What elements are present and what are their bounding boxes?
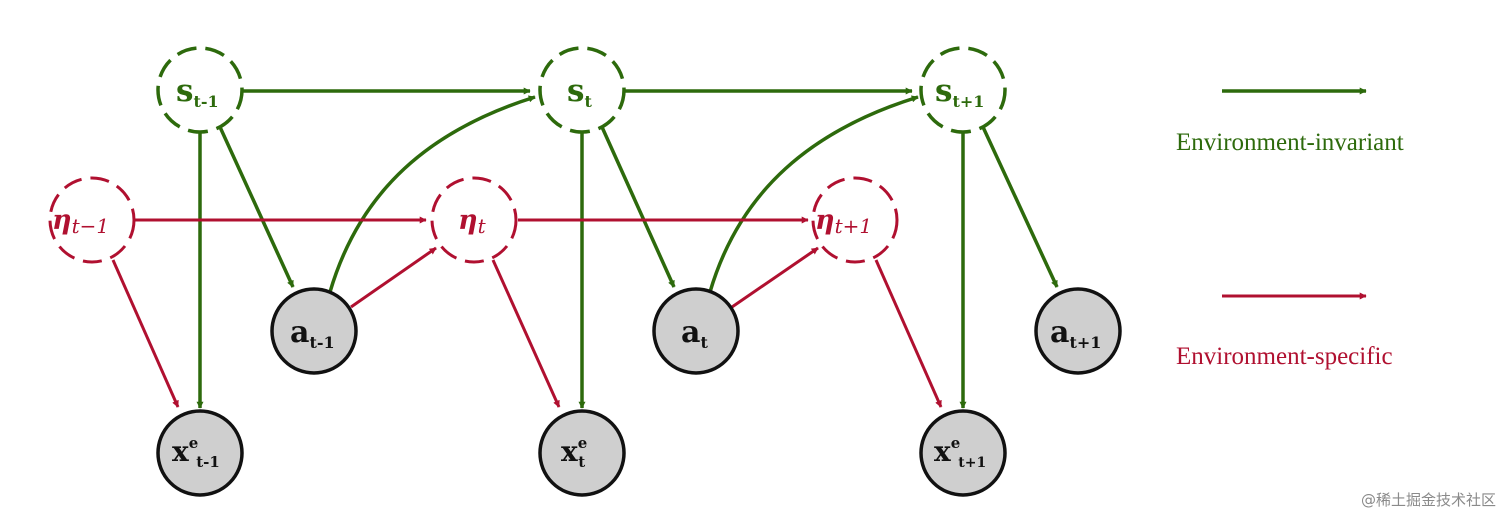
svg-text:st+1: st+1	[935, 73, 984, 111]
node-a-t: at	[652, 287, 740, 375]
edge-eta-next-to-x-next	[874, 259, 943, 408]
node-eta-t-minus-1: ηt−1	[48, 176, 136, 264]
node-subscript: t-1	[193, 92, 218, 111]
node-label: s	[567, 73, 584, 109]
node-label: x	[934, 435, 951, 468]
node-label: a	[290, 315, 309, 350]
legend: Environment-invariant Environment-specif…	[1176, 87, 1404, 370]
node-label: η	[458, 205, 478, 236]
node-eta-t-plus-1: ηt+1	[811, 176, 899, 264]
legend-specific: Environment-specific	[1176, 292, 1393, 370]
state-nodes: st-1 st st+1	[156, 46, 1007, 134]
edge-a-prev-to-s-cur	[328, 95, 536, 293]
node-subscript: t+1	[1069, 333, 1101, 352]
node-label: x	[561, 435, 578, 468]
watermark-text: @稀土掘金技术社区	[1361, 491, 1496, 509]
svg-text:xet+1: xe t+1	[934, 434, 986, 471]
svg-text:ηt+1: ηt+1	[815, 205, 872, 238]
node-superscript: e	[189, 434, 199, 452]
node-label: a	[1050, 315, 1069, 350]
edge-eta-cur-to-x-cur	[491, 259, 561, 408]
edge-eta-prev-to-x-prev	[111, 259, 180, 408]
svg-text:at: at	[681, 315, 708, 352]
node-subscript: t	[700, 333, 708, 352]
node-x-t-plus-1: xe t+1	[919, 409, 1007, 497]
node-superscript: e	[578, 434, 588, 452]
node-subscript: t	[584, 92, 592, 111]
svg-text:at+1: at+1	[1050, 315, 1101, 352]
edge-s-prev-to-a-prev	[218, 126, 295, 288]
action-nodes: at-1 at at+1	[270, 287, 1122, 375]
edge-a-prev-to-eta-cur	[350, 246, 437, 309]
svg-text:ηt−1: ηt−1	[52, 205, 109, 238]
node-eta-t: ηt	[430, 176, 518, 264]
edge-s-next-to-a-next	[981, 126, 1059, 288]
node-s-t-plus-1: st+1	[919, 46, 1007, 134]
specific-edges	[111, 216, 943, 408]
node-s-t-minus-1: st-1	[156, 46, 244, 134]
node-subscript: t	[478, 214, 487, 238]
node-label: η	[52, 205, 72, 236]
node-label: a	[681, 315, 700, 350]
node-subscript: t+1	[952, 92, 984, 111]
legend-invariant: Environment-invariant	[1176, 87, 1404, 156]
svg-text:ηt: ηt	[458, 205, 487, 238]
edge-a-cur-to-s-next	[708, 95, 919, 293]
node-label: x	[172, 435, 189, 468]
node-superscript: e	[951, 434, 961, 452]
node-subscript: t-1	[196, 453, 220, 471]
legend-specific-label: Environment-specific	[1176, 343, 1393, 370]
edge-a-cur-to-eta-next	[731, 246, 819, 309]
node-label: η	[815, 205, 835, 236]
node-subscript: t+1	[835, 214, 873, 238]
svg-text:st: st	[567, 73, 592, 111]
node-subscript: t+1	[958, 455, 986, 471]
edge-s-cur-to-a-cur	[600, 126, 676, 288]
invariant-edges	[196, 87, 1059, 409]
node-subscript: t-1	[309, 333, 334, 352]
svg-text:at-1: at-1	[290, 315, 335, 352]
eta-nodes: ηt−1 ηt ηt+1	[48, 176, 899, 264]
node-subscript: t−1	[72, 214, 110, 238]
node-label: s	[176, 73, 193, 109]
node-subscript: t	[578, 453, 585, 471]
svg-text:xet: xet	[561, 434, 587, 471]
node-label: s	[935, 73, 952, 109]
node-a-t-minus-1: at-1	[270, 287, 358, 375]
svg-text:xet-1: xet-1	[172, 434, 220, 471]
node-s-t: st	[538, 46, 626, 134]
legend-invariant-label: Environment-invariant	[1176, 129, 1404, 156]
svg-text:st-1: st-1	[176, 73, 219, 111]
node-a-t-plus-1: at+1	[1034, 287, 1122, 375]
